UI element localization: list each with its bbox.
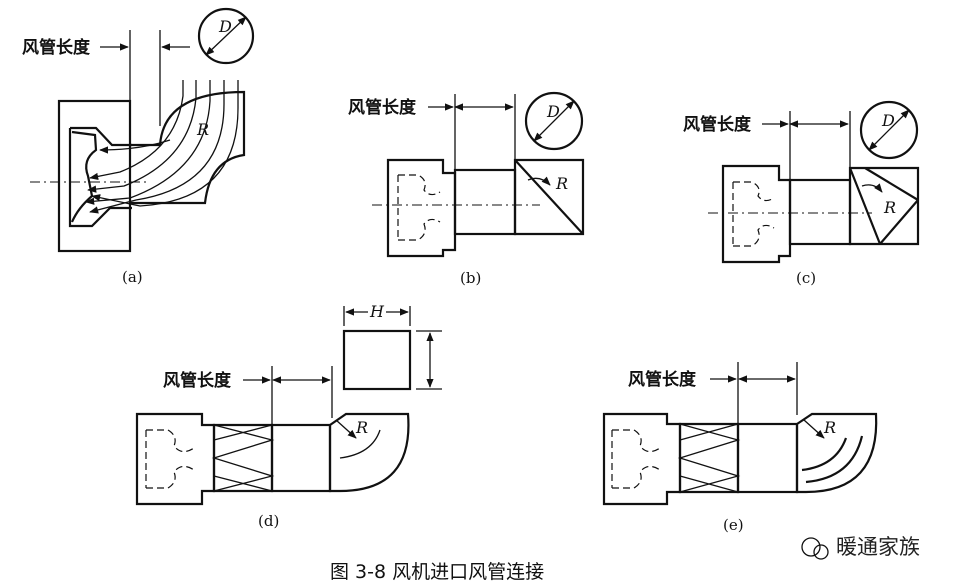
airflow-lines <box>85 80 239 214</box>
impeller-outline <box>145 429 195 489</box>
straight-duct <box>788 178 852 246</box>
diameter-circle-c: D <box>859 100 919 160</box>
impeller-outline <box>397 174 441 241</box>
r-symbol: R <box>555 174 568 193</box>
straight-duct <box>453 168 517 236</box>
watermark: 暖通家族 <box>801 535 920 560</box>
fan-housing <box>57 99 132 253</box>
duct-length-label: 风管长度 <box>628 369 697 390</box>
duct-length-label: 风管长度 <box>683 114 752 135</box>
subfigure-a: D 风管长度 R (a) <box>22 7 255 286</box>
d-symbol: D <box>546 102 560 121</box>
subfigure-caption-a: (a) <box>122 268 143 286</box>
r-symbol: R <box>355 418 368 437</box>
square-elbow <box>513 158 585 236</box>
r-symbol: R <box>883 198 896 217</box>
duct-length-label: 风管长度 <box>22 37 91 58</box>
fan-housing <box>721 164 792 264</box>
fan-housing <box>386 158 457 258</box>
fan-inlet <box>68 126 132 228</box>
h-symbol: H <box>369 302 385 321</box>
subfigure-d: H 风管长度 R (d) <box>135 302 442 530</box>
subfigure-caption-e: (e) <box>723 516 744 534</box>
subfigure-caption-c: (c) <box>796 269 816 287</box>
impeller-outline <box>732 181 775 247</box>
subfigure-caption-b: (b) <box>460 269 481 287</box>
watermark-text: 暖通家族 <box>836 535 920 559</box>
d-symbol: D <box>218 17 232 36</box>
subfigure-b: D 风管长度 R (b) <box>348 91 585 287</box>
figure-caption: 图 3-8 风机进口风管连接 <box>330 561 544 583</box>
transition-piece <box>678 422 740 494</box>
r-symbol: R <box>823 418 836 437</box>
vaned-round-elbow <box>795 412 878 494</box>
vaned-elbow <box>848 166 920 246</box>
fan-housing <box>602 412 682 506</box>
impeller-outline <box>611 429 661 489</box>
elbow-duct <box>130 90 246 205</box>
duct-length-label: 风管长度 <box>163 370 232 391</box>
section-square: H <box>342 302 442 391</box>
d-symbol: D <box>881 111 895 130</box>
duct-length-label: 风管长度 <box>348 97 417 118</box>
straight-duct <box>736 422 799 494</box>
impeller <box>70 130 98 223</box>
subfigure-e: 风管长度 R (e) <box>602 362 878 534</box>
fan-housing <box>135 412 216 506</box>
diameter-circle-a: D <box>197 7 255 65</box>
subfigure-c: D 风管长度 R (c) <box>683 100 920 287</box>
round-elbow <box>328 412 410 493</box>
r-symbol: R <box>196 120 209 139</box>
subfigure-caption-d: (d) <box>258 512 279 530</box>
transition-piece <box>212 423 274 493</box>
diameter-circle-b: D <box>524 91 584 151</box>
wechat-icon <box>801 537 821 557</box>
straight-duct <box>270 423 332 493</box>
